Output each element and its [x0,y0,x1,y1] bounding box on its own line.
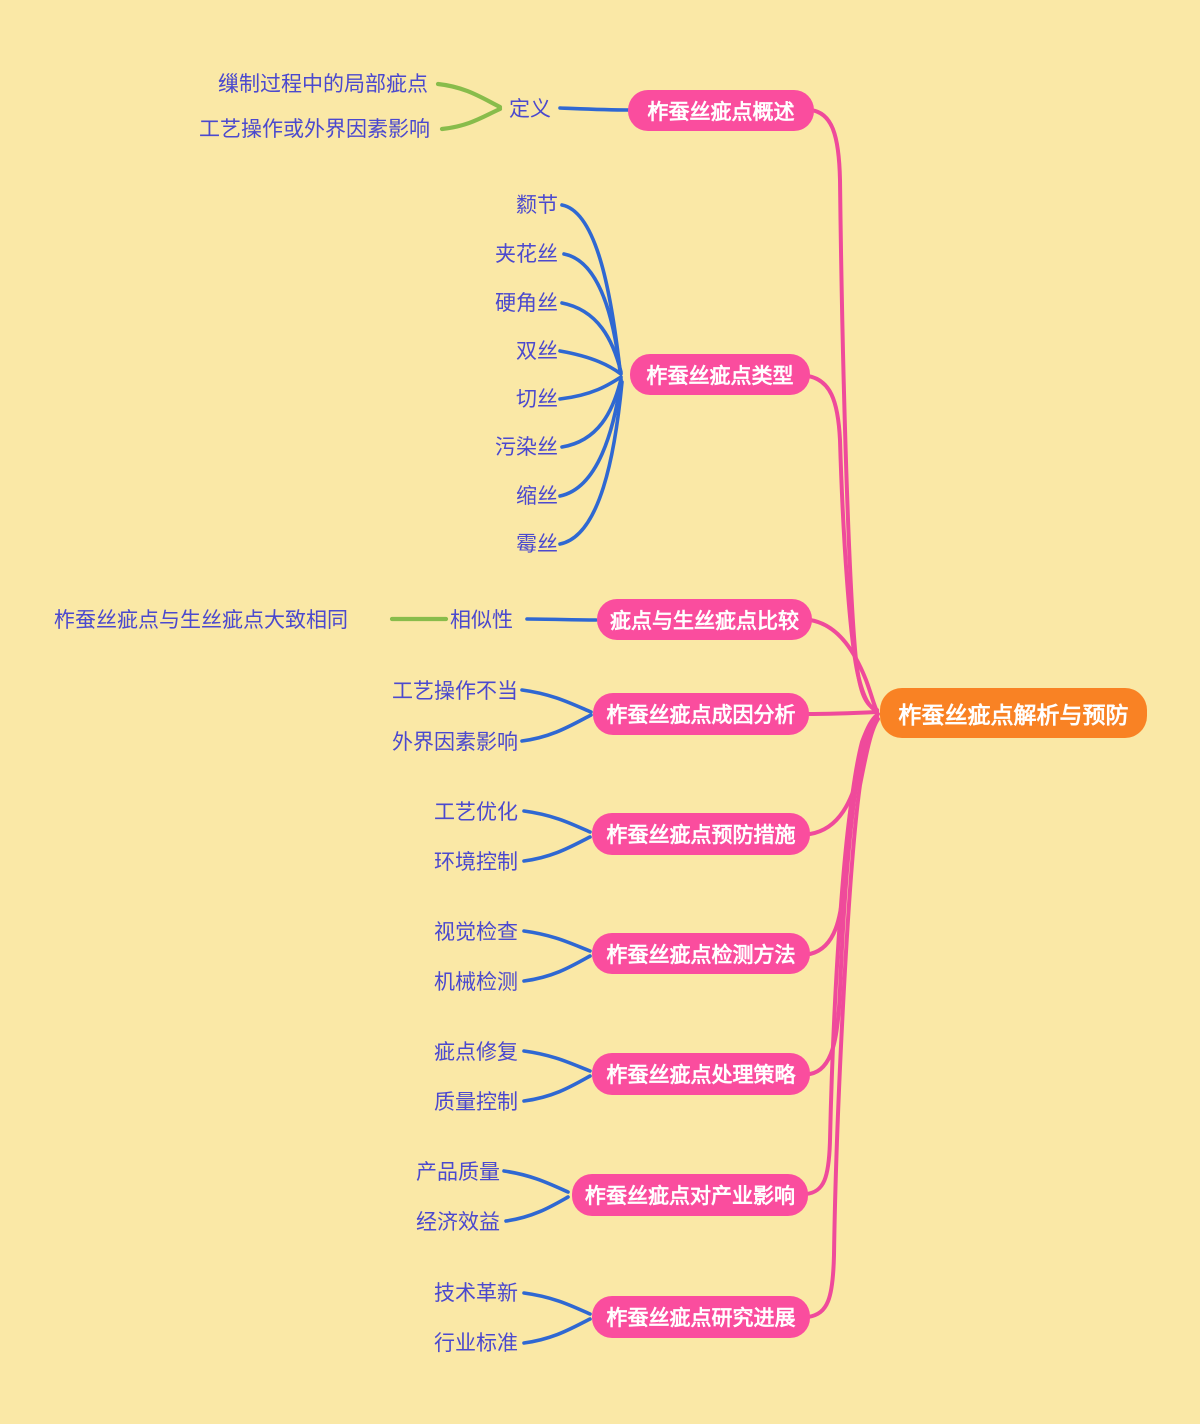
label-definition-process[interactable]: 工艺操作或外界因素影响 [199,117,430,141]
node-handle[interactable]: 柞蚕丝疵点处理策略 [592,1053,810,1095]
label-cause-external[interactable]: 外界因素影响 [392,730,518,754]
edge-types-8 [558,380,624,546]
edge-types-6 [560,377,623,449]
edge-root-detect [808,713,879,956]
edge-root-handle [808,714,879,1076]
label-type-wuransi[interactable]: 污染丝 [495,435,558,459]
edge-root-prevent [808,712,880,836]
label-research-innovation[interactable]: 技术革新 [434,1281,518,1305]
edge-def-process [439,106,503,132]
edge-root-cause [804,710,879,716]
label-type-qiesi[interactable]: 切丝 [516,387,558,411]
edge-handle-2 [522,1074,592,1103]
edge-overview-def [558,106,631,112]
edge-cause-1 [520,688,593,714]
label-detect-mechanical[interactable]: 机械检测 [434,970,518,994]
label-prevent-process[interactable]: 工艺优化 [434,800,518,824]
node-industry[interactable]: 柞蚕丝疵点对产业影响 [572,1174,808,1216]
label-handle-repair[interactable]: 疵点修复 [434,1040,518,1064]
label-prevent-environment[interactable]: 环境控制 [434,850,518,874]
node-overview[interactable]: 柞蚕丝疵点概述 [628,90,814,131]
edge-types-1 [560,203,622,372]
node-prevent[interactable]: 柞蚕丝疵点预防措施 [592,813,810,855]
edge-root-compare [808,618,879,713]
label-industry-quality[interactable]: 产品质量 [416,1160,500,1184]
label-definition[interactable]: 定义 [509,97,551,121]
node-detect[interactable]: 柞蚕丝疵点检测方法 [592,933,810,974]
edge-def-reeling [435,81,503,110]
edge-root-overview [809,108,879,712]
edge-research-1 [522,1291,592,1316]
label-type-yingjiaosi[interactable]: 硬角丝 [495,291,558,315]
edge-detect-2 [522,954,592,983]
label-type-meisi[interactable]: 霉丝 [516,532,558,556]
label-definition-reeling[interactable]: 缫制过程中的局部疵点 [218,72,428,96]
edge-industry-2 [504,1195,570,1223]
label-type-leijie[interactable]: 颣节 [516,193,558,217]
label-type-shuangsi[interactable]: 双丝 [516,339,558,363]
label-handle-quality[interactable]: 质量控制 [434,1090,518,1114]
node-research[interactable]: 柞蚕丝疵点研究进展 [592,1296,810,1338]
label-type-jiahuasi[interactable]: 夹花丝 [495,242,558,266]
edge-handle-1 [522,1049,592,1073]
node-types[interactable]: 柞蚕丝疵点类型 [630,354,810,395]
label-detect-visual[interactable]: 视觉检查 [434,920,518,944]
edge-types-5 [558,375,623,401]
node-cause[interactable]: 柞蚕丝疵点成因分析 [593,693,809,735]
edge-root-research [806,717,880,1319]
edge-types-3 [560,301,623,374]
edge-cause-2 [520,713,593,743]
edge-types-7 [558,378,623,498]
label-cause-operation[interactable]: 工艺操作不当 [392,679,518,703]
edge-types-2 [562,252,622,373]
edge-root-industry [804,715,879,1196]
edge-research-2 [522,1317,592,1345]
edge-prevent-2 [522,835,592,863]
edge-compare-similarity [525,617,598,622]
edge-root-types [806,374,879,713]
edge-industry-1 [502,1169,570,1194]
label-industry-economic[interactable]: 经济效益 [416,1210,500,1234]
node-compare[interactable]: 疵点与生丝疵点比较 [597,599,812,640]
root-node[interactable]: 柞蚕丝疵点解析与预防 [880,688,1147,738]
label-similarity-statement[interactable]: 柞蚕丝疵点与生丝疵点大致相同 [54,608,348,632]
label-research-standard[interactable]: 行业标准 [434,1331,518,1355]
label-similarity[interactable]: 相似性 [450,608,513,632]
edge-prevent-1 [522,809,592,834]
edge-types-4 [558,349,623,376]
label-type-suosi[interactable]: 缩丝 [516,484,558,508]
edge-detect-1 [522,929,592,953]
